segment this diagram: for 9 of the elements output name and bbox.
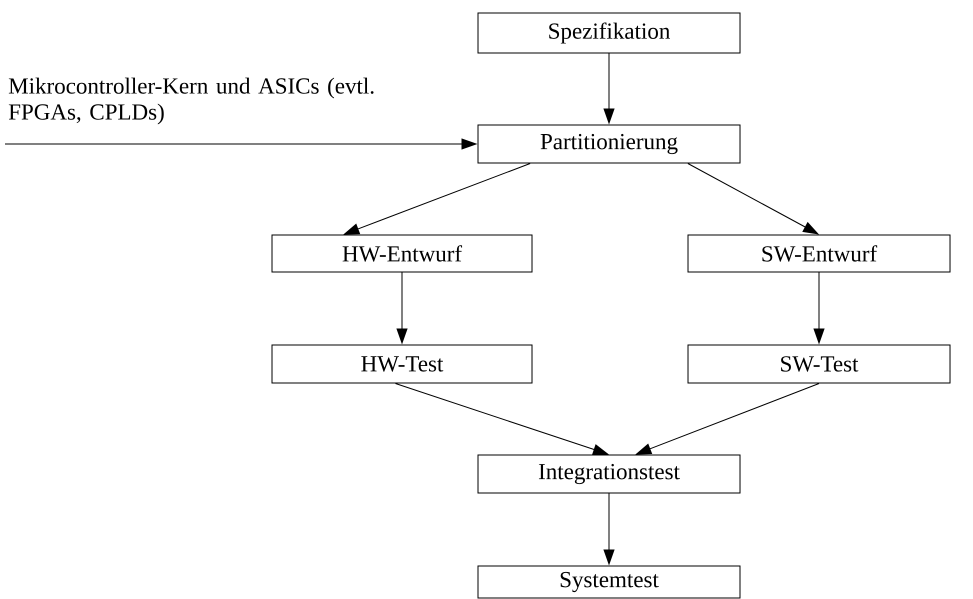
process-box: Integrationstest	[478, 454, 741, 494]
process-box: Partitionierung	[478, 124, 741, 164]
edge-label: Mikrocontroller-Kern und ASICs (evtl. FPGAs, CPLDs)	[8, 78, 374, 124]
process-box: SW-Entwurf	[688, 234, 951, 272]
process-box: Systemtest	[478, 566, 741, 598]
process-box: HW-Entwurf	[272, 234, 532, 272]
process-box: Spezifikation	[478, 12, 741, 54]
process-box: SW-Test	[688, 344, 951, 384]
process-box: HW-Test	[272, 344, 532, 384]
